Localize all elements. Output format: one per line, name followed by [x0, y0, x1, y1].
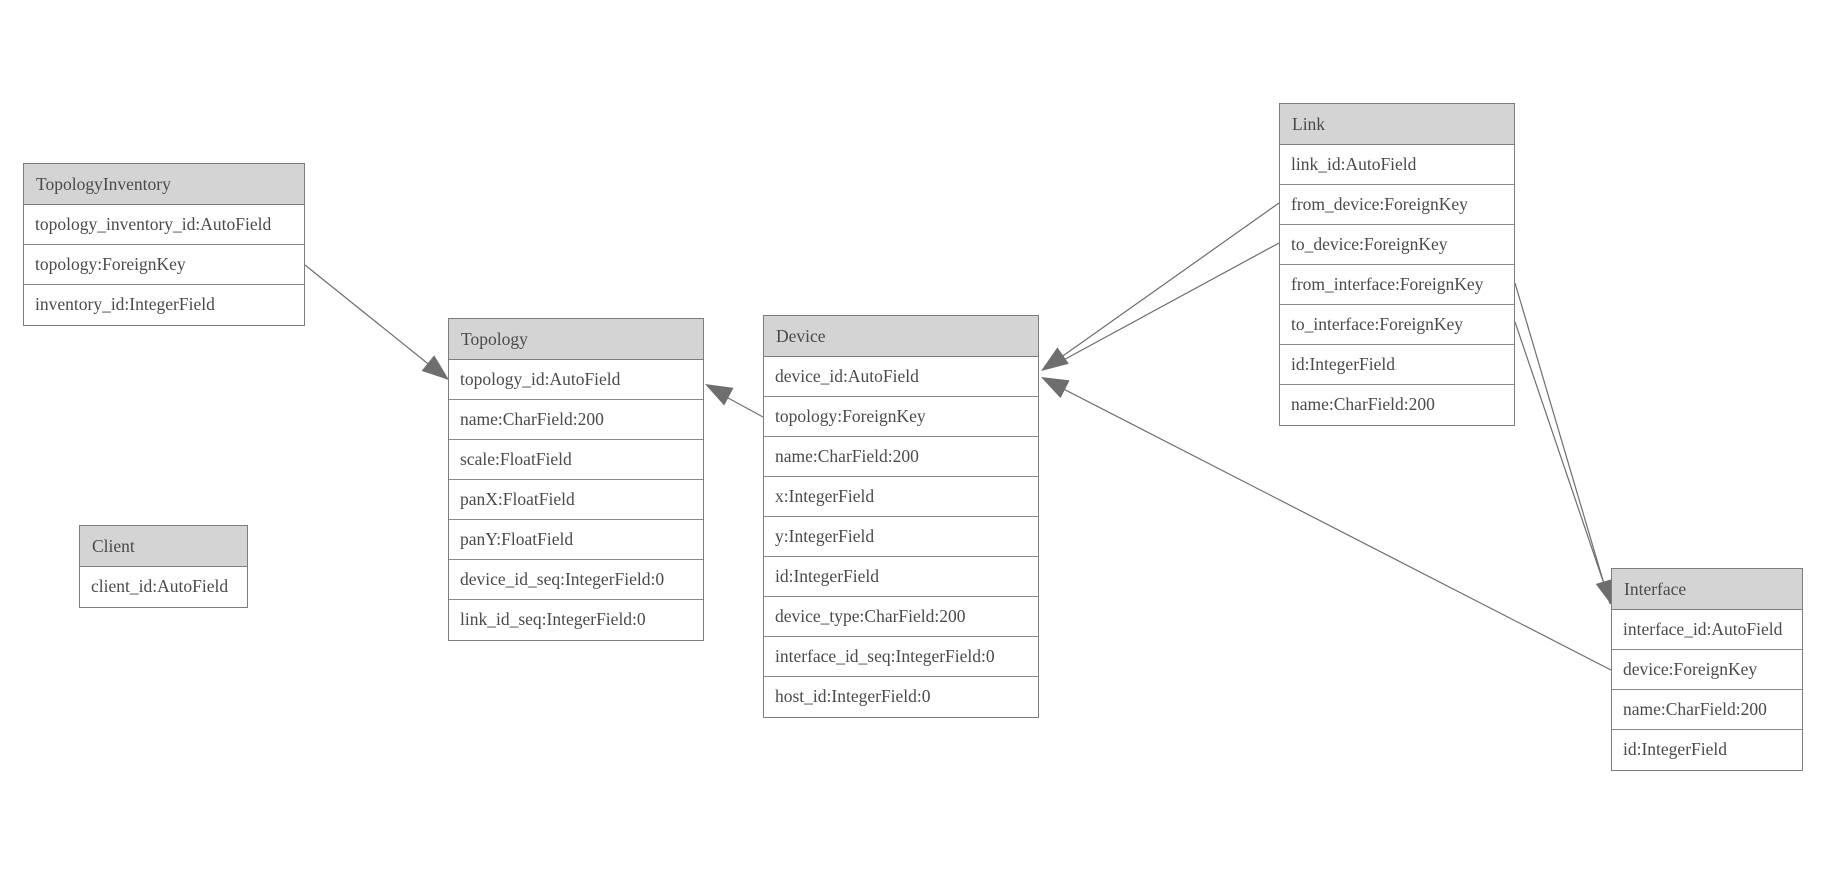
field-row: name:CharField:200: [764, 437, 1038, 477]
entity-client: Client client_id:AutoField: [79, 525, 248, 608]
relation-line-link-tointerface-interface: [1514, 321, 1604, 582]
field-row: interface_id:AutoField: [1612, 610, 1802, 650]
entity-title: Topology: [449, 319, 703, 360]
arrowhead-topologyinventory-topology: [421, 355, 449, 380]
field-row: id:IntegerField: [1280, 345, 1514, 385]
relation-line-link-fromdevice-device: [1042, 202, 1280, 371]
field-row: to_device:ForeignKey: [1280, 225, 1514, 265]
field-row: device_id:AutoField: [764, 357, 1038, 397]
field-row: id:IntegerField: [764, 557, 1038, 597]
entity-topology-inventory: TopologyInventory topology_inventory_id:…: [23, 163, 305, 326]
field-row: id:IntegerField: [1612, 730, 1802, 770]
arrowhead-interface-device: [1041, 377, 1070, 399]
field-row: link_id:AutoField: [1280, 145, 1514, 185]
field-row: device:ForeignKey: [1612, 650, 1802, 690]
arrowhead-device-topology: [705, 384, 734, 406]
entity-title: Device: [764, 316, 1038, 357]
field-row: panY:FloatField: [449, 520, 703, 560]
entity-title: Interface: [1612, 569, 1802, 610]
field-row: x:IntegerField: [764, 477, 1038, 517]
relation-line-interface-device: [1043, 378, 1612, 671]
field-row: link_id_seq:IntegerField:0: [449, 600, 703, 640]
entity-interface: Interface interface_id:AutoField device:…: [1611, 568, 1803, 771]
relation-line-topologyinventory-topology: [304, 264, 448, 380]
field-row: name:CharField:200: [449, 400, 703, 440]
field-row: topology:ForeignKey: [764, 397, 1038, 437]
field-row: y:IntegerField: [764, 517, 1038, 557]
field-row: topology:ForeignKey: [24, 245, 304, 285]
entity-device: Device device_id:AutoField topology:Fore…: [763, 315, 1039, 718]
relation-line-link-frominterface-interface: [1514, 282, 1611, 605]
entity-link: Link link_id:AutoField from_device:Forei…: [1279, 103, 1515, 426]
field-row: topology_id:AutoField: [449, 360, 703, 400]
field-row: scale:FloatField: [449, 440, 703, 480]
entity-title: Link: [1280, 104, 1514, 145]
field-row: client_id:AutoField: [80, 567, 247, 607]
field-row: inventory_id:IntegerField: [24, 285, 304, 325]
field-row: interface_id_seq:IntegerField:0: [764, 637, 1038, 677]
relation-line-link-todevice-device: [1057, 242, 1280, 364]
entity-title: Client: [80, 526, 247, 567]
entity-title: TopologyInventory: [24, 164, 304, 205]
arrowhead-link-device: [1041, 347, 1069, 371]
arrowhead-link-interface: [1595, 578, 1615, 607]
entity-topology: Topology topology_id:AutoField name:Char…: [448, 318, 704, 641]
field-row: topology_inventory_id:AutoField: [24, 205, 304, 245]
field-row: panX:FloatField: [449, 480, 703, 520]
field-row: name:CharField:200: [1280, 385, 1514, 425]
field-row: device_type:CharField:200: [764, 597, 1038, 637]
field-row: name:CharField:200: [1612, 690, 1802, 730]
field-row: from_interface:ForeignKey: [1280, 265, 1514, 305]
field-row: from_device:ForeignKey: [1280, 185, 1514, 225]
field-row: host_id:IntegerField:0: [764, 677, 1038, 717]
field-row: device_id_seq:IntegerField:0: [449, 560, 703, 600]
field-row: to_interface:ForeignKey: [1280, 305, 1514, 345]
